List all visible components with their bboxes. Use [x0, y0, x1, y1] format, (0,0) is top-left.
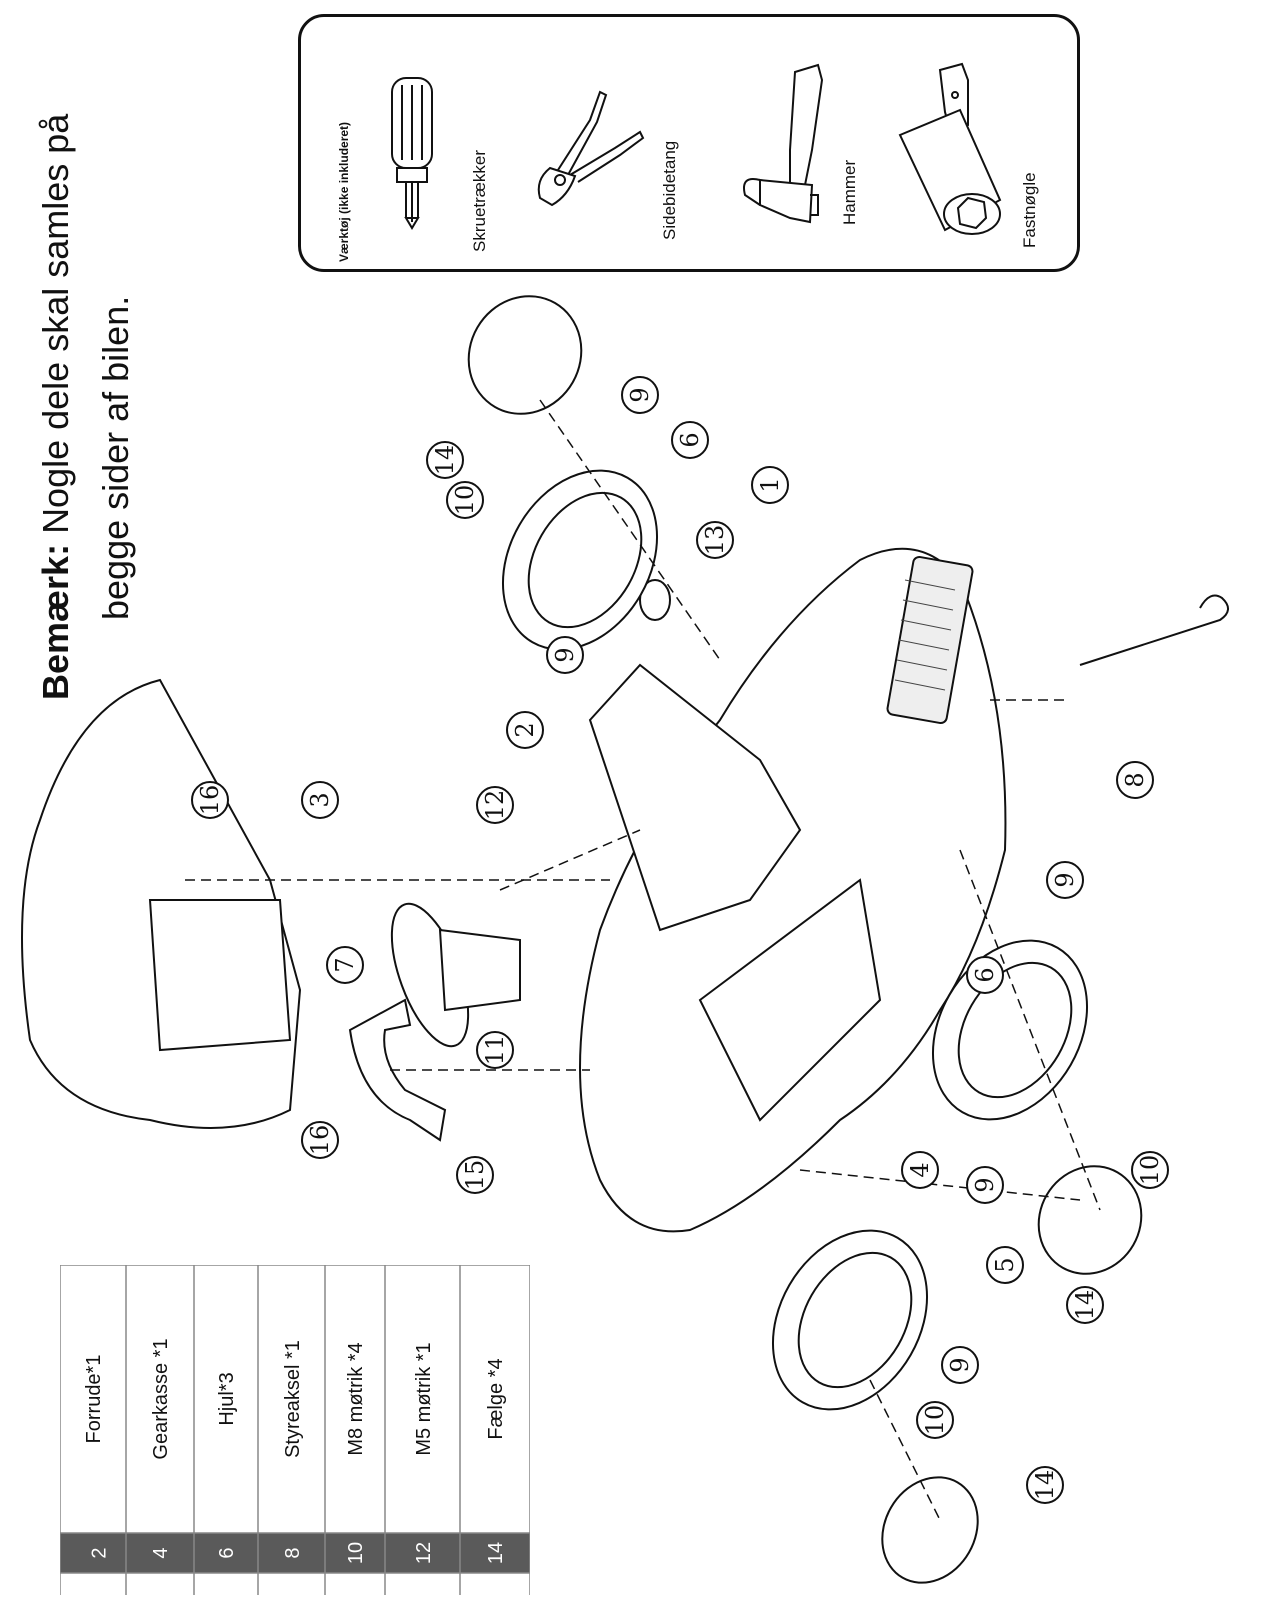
note-label: Bemærk:	[35, 543, 76, 700]
callout-number: 8	[1121, 772, 1149, 787]
wheel	[501, 469, 659, 651]
callout-number: 13	[701, 525, 729, 556]
callout-circle	[1066, 1286, 1104, 1324]
hub-cap	[1037, 1165, 1143, 1275]
callout-number: 16	[196, 785, 224, 816]
parts-table: Forrude*1 Gearkasse *1 Hjul*3 Styreaksel…	[60, 1265, 530, 1595]
callout-circle	[301, 781, 339, 819]
callout-circle	[446, 481, 484, 519]
table-num: 4	[150, 1547, 172, 1558]
callout-circle	[1116, 761, 1154, 799]
callout-circle	[671, 421, 709, 459]
screwdriver-icon	[391, 77, 433, 230]
table-num: 10	[345, 1542, 367, 1564]
callout-circle	[621, 376, 659, 414]
callout-circle	[546, 636, 584, 674]
mirror	[639, 579, 671, 621]
note-line-2: begge sider af bilen.	[95, 295, 136, 620]
callout-circle	[326, 946, 364, 984]
roll-bar	[348, 998, 447, 1142]
callout-number: 9	[1051, 872, 1079, 887]
table-number-column	[60, 1533, 530, 1573]
callout-number: 9	[626, 387, 654, 402]
callout-circle	[506, 711, 544, 749]
table-row: M5 møtrik *1	[413, 1342, 435, 1455]
callout-number: 16	[306, 1125, 334, 1156]
callout-circle	[751, 466, 789, 504]
table-num: 8	[282, 1547, 304, 1558]
steering-shaft	[1079, 594, 1229, 666]
callout-circle	[476, 786, 514, 824]
callout-number: 7	[331, 957, 359, 972]
hammer-icon	[743, 63, 824, 224]
callout-circle	[966, 1166, 1004, 1204]
callout-circle	[301, 1121, 339, 1159]
tool-icons	[391, 62, 1002, 235]
callout-circle	[191, 781, 229, 819]
callout-circle	[986, 1246, 1024, 1284]
callout-number: 14	[1071, 1290, 1099, 1321]
callout-circle	[1131, 1151, 1169, 1189]
callout-number: 9	[551, 647, 579, 662]
callout-number: 10	[451, 485, 479, 516]
table-row: Styreaksel *1	[282, 1340, 304, 1458]
callout-circle	[966, 956, 1004, 994]
hub-cap	[881, 1476, 979, 1584]
callout-number: 5	[991, 1257, 1019, 1272]
callout-circle	[1026, 1466, 1064, 1504]
callout-circle	[941, 1346, 979, 1384]
callout-number: 10	[921, 1405, 949, 1436]
table-row: Gearkasse *1	[150, 1338, 172, 1459]
car-body	[579, 547, 1007, 1233]
table-num: 12	[413, 1542, 435, 1564]
callout-number: 11	[481, 1035, 509, 1066]
table-row: Forrude*1	[83, 1355, 105, 1444]
callout-circle	[696, 521, 734, 559]
callout-number: 14	[1031, 1470, 1059, 1501]
callout-circle	[426, 441, 464, 479]
socket-wrench-icon	[898, 62, 1002, 235]
callout-number: 14	[431, 445, 459, 476]
callout-number: 1	[756, 477, 784, 492]
table-row: M8 møtrik *4	[345, 1342, 367, 1455]
callout-circle	[476, 1031, 514, 1069]
callout-number: 3	[306, 792, 334, 807]
callout-circle	[901, 1151, 939, 1189]
callout-number: 9	[946, 1357, 974, 1372]
callout-number: 10	[1136, 1155, 1164, 1186]
callout-circle	[1046, 861, 1084, 899]
callout-number: 12	[481, 790, 509, 821]
table-row: Hjul*3	[216, 1372, 238, 1425]
callout-number: 6	[676, 432, 704, 447]
wheel	[931, 939, 1089, 1121]
table-num: 2	[88, 1547, 110, 1558]
wheel	[771, 1229, 929, 1411]
pliers-icon	[537, 90, 645, 207]
windshield	[588, 663, 802, 932]
callout-number: 6	[971, 967, 999, 982]
seat	[21, 678, 302, 1129]
callout-number: 2	[511, 722, 539, 737]
callout-number: 4	[906, 1162, 934, 1177]
table-num: 14	[485, 1542, 507, 1564]
callout-number: 9	[971, 1177, 999, 1192]
callout-circle	[456, 1156, 494, 1194]
callout-circle	[916, 1401, 954, 1439]
callout-number: 15	[461, 1160, 489, 1191]
steering-wheel	[390, 902, 470, 1048]
table-row: Fælge *4	[485, 1358, 507, 1439]
tools-box	[298, 14, 1080, 272]
table-num: 6	[216, 1547, 238, 1558]
